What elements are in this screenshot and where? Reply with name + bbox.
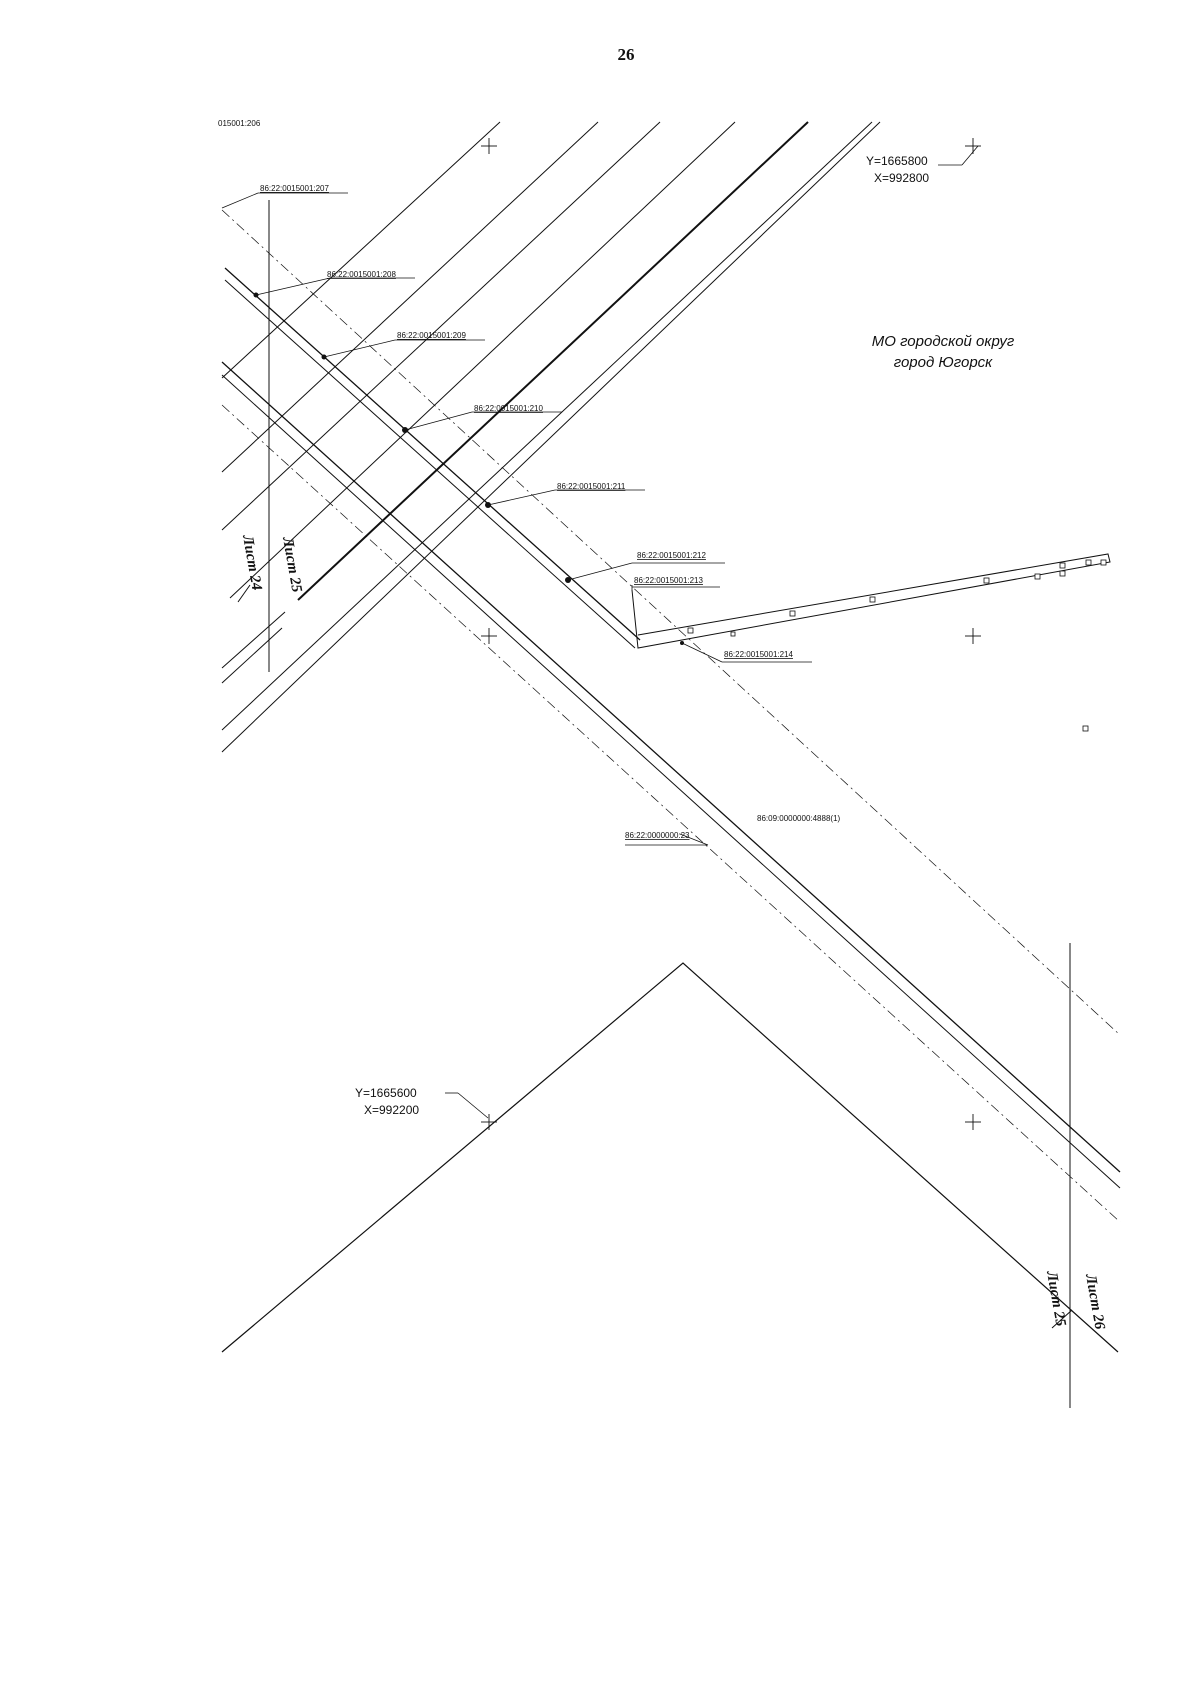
map-line <box>221 121 881 753</box>
coord-bottom-y: Y=1665600 <box>355 1086 417 1100</box>
parcel-label-210: 86:22:0015001:210 <box>474 404 544 413</box>
map-line <box>221 121 661 531</box>
parcel-label-213: 86:22:0015001:213 <box>634 576 704 585</box>
map-line <box>221 611 286 669</box>
map-line <box>221 374 1121 1189</box>
parcel-label-211: 86:22:0015001:211 <box>557 482 626 491</box>
parcel-label-209: 86:22:0015001:209 <box>397 331 467 340</box>
sheet-label-25-lower: Лист 25 <box>1043 1269 1069 1328</box>
coord-top-x: X=992800 <box>874 171 929 185</box>
parcel-label-road: 86:22:0000000:23 <box>625 831 690 840</box>
map-line <box>224 279 636 649</box>
vertex-point <box>402 427 408 433</box>
map-line <box>221 121 873 731</box>
parcel-label-214: 86:22:0015001:214 <box>724 650 794 659</box>
sheet-label-24: Лист 24 <box>239 533 265 592</box>
map-line <box>221 361 1121 1173</box>
map-line <box>221 404 1121 1223</box>
coord-top-y: Y=1665800 <box>866 154 928 168</box>
map-line <box>229 121 736 599</box>
map-line <box>224 267 641 641</box>
map-line <box>221 121 501 379</box>
page-number: 26 <box>617 45 635 64</box>
parcel-strip <box>631 553 1111 649</box>
vertex-point <box>485 502 491 508</box>
vertex-point <box>321 354 327 360</box>
map-line <box>221 121 599 473</box>
vertex-point <box>565 577 571 583</box>
sheet-label-26: Лист 26 <box>1082 1272 1108 1331</box>
municipality-line2: город Югорск <box>894 354 993 371</box>
sheet-label-25-upper: Лист 25 <box>279 535 305 594</box>
vertex-point <box>253 292 259 298</box>
parcel-label-4888: 86:09:0000000:4888(1) <box>757 814 841 823</box>
parcel-label-207: 86:22:0015001:207 <box>260 184 330 193</box>
territory-boundary <box>221 962 1119 1353</box>
vertex-point <box>680 641 684 645</box>
map-line <box>221 627 283 684</box>
municipality-line1: МО городской округ <box>872 333 1015 350</box>
map-line <box>297 121 809 601</box>
parcel-label-208: 86:22:0015001:208 <box>327 270 397 279</box>
clipped-parcel-label: 015001:206 <box>218 119 261 128</box>
parcel-label-212: 86:22:0015001:212 <box>637 551 707 560</box>
coord-bottom-x: X=992200 <box>364 1103 419 1117</box>
map-line <box>221 209 1121 1036</box>
